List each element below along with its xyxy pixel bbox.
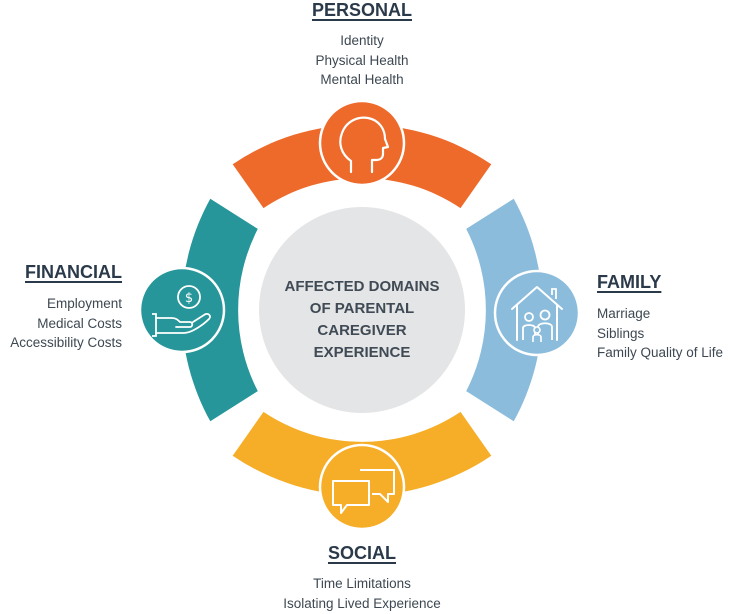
social-item: Isolating Lived Experience: [283, 595, 441, 611]
financial-item: Accessibility Costs: [10, 335, 122, 350]
personal-items: Identity Physical Health Mental Health: [262, 31, 462, 90]
family-title: FAMILY: [597, 272, 662, 292]
social-item: Time Limitations: [313, 576, 411, 591]
center-label: AFFECTED DOMAINS OF PARENTAL CAREGIVER E…: [262, 276, 462, 364]
center-line-2: OF PARENTAL: [309, 300, 415, 317]
social-items: Time Limitations Isolating Lived Experie…: [242, 574, 482, 613]
personal-title: PERSONAL: [311, 0, 412, 20]
family-items: Marriage Siblings Family Quality of Life: [597, 304, 723, 363]
svg-text:$: $: [185, 291, 193, 306]
financial-item: Medical Costs: [37, 315, 122, 331]
financial-title: FINANCIAL: [25, 262, 122, 282]
personal-item: Mental Health: [320, 72, 404, 87]
house-family-icon: [493, 269, 581, 357]
family-item: Family Quality of Life: [597, 345, 724, 360]
personal-item: Identity: [340, 33, 384, 48]
family-item: Siblings: [597, 325, 645, 341]
financial-item: Employment: [46, 296, 122, 311]
head-profile-icon: [318, 99, 406, 187]
chat-bubbles-icon: [318, 443, 406, 531]
family-item: Marriage: [597, 306, 651, 321]
hand-coin-icon: $: [138, 266, 226, 354]
center-circle: [259, 207, 465, 413]
personal-item: Physical Health: [315, 52, 409, 68]
center-line-3: CAREGIVER: [317, 322, 407, 339]
center-line-1: AFFECTED DOMAINS: [284, 278, 440, 295]
center-line-4: EXPERIENCE: [313, 344, 411, 361]
financial-items: Employment Medical Costs Accessibility C…: [10, 294, 122, 353]
social-title: SOCIAL: [327, 543, 396, 563]
